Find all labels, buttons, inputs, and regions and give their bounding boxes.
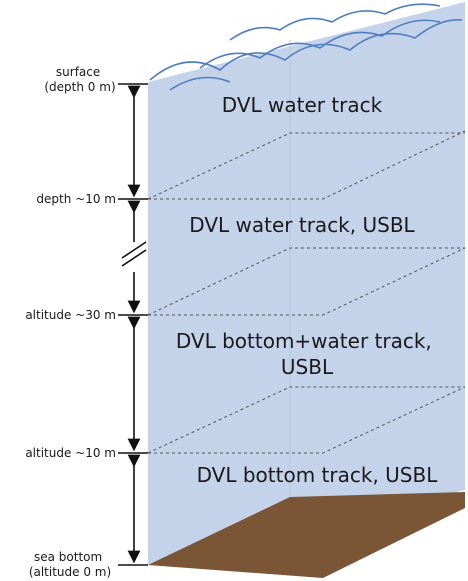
break-mark-2 [121,249,147,267]
water-column [148,2,465,565]
layer-planes [147,130,466,454]
seabed-surface [148,492,465,578]
zone3-label: DVL bottom+water track, USBL [176,329,438,379]
break-mark-1 [121,241,147,259]
label-alt30: altitude ~30 m [25,308,116,322]
zone4-label: DVL bottom track, USBL [197,463,439,487]
zone1-label: DVL water track [222,93,383,117]
measure-arrows [118,83,148,566]
label-bottom-line2: (altitude 0 m) [29,565,111,579]
label-surface-line2: (depth 0 m) [44,80,115,94]
label-surface: surface (depth 0 m) [44,65,115,94]
label-surface-line1: surface [56,65,100,79]
label-bottom-line1: sea bottom [34,550,102,564]
zone2-label: DVL water track, USBL [189,213,415,237]
surface-waves [149,3,463,91]
label-alt10: altitude ~10 m [25,446,116,460]
label-bottom: sea bottom (altitude 0 m) [29,550,111,579]
plane-depth10 [147,130,466,200]
label-depth10: depth ~10 m [36,192,116,206]
plane-alt10 [147,386,466,454]
plane-alt30 [147,247,466,316]
